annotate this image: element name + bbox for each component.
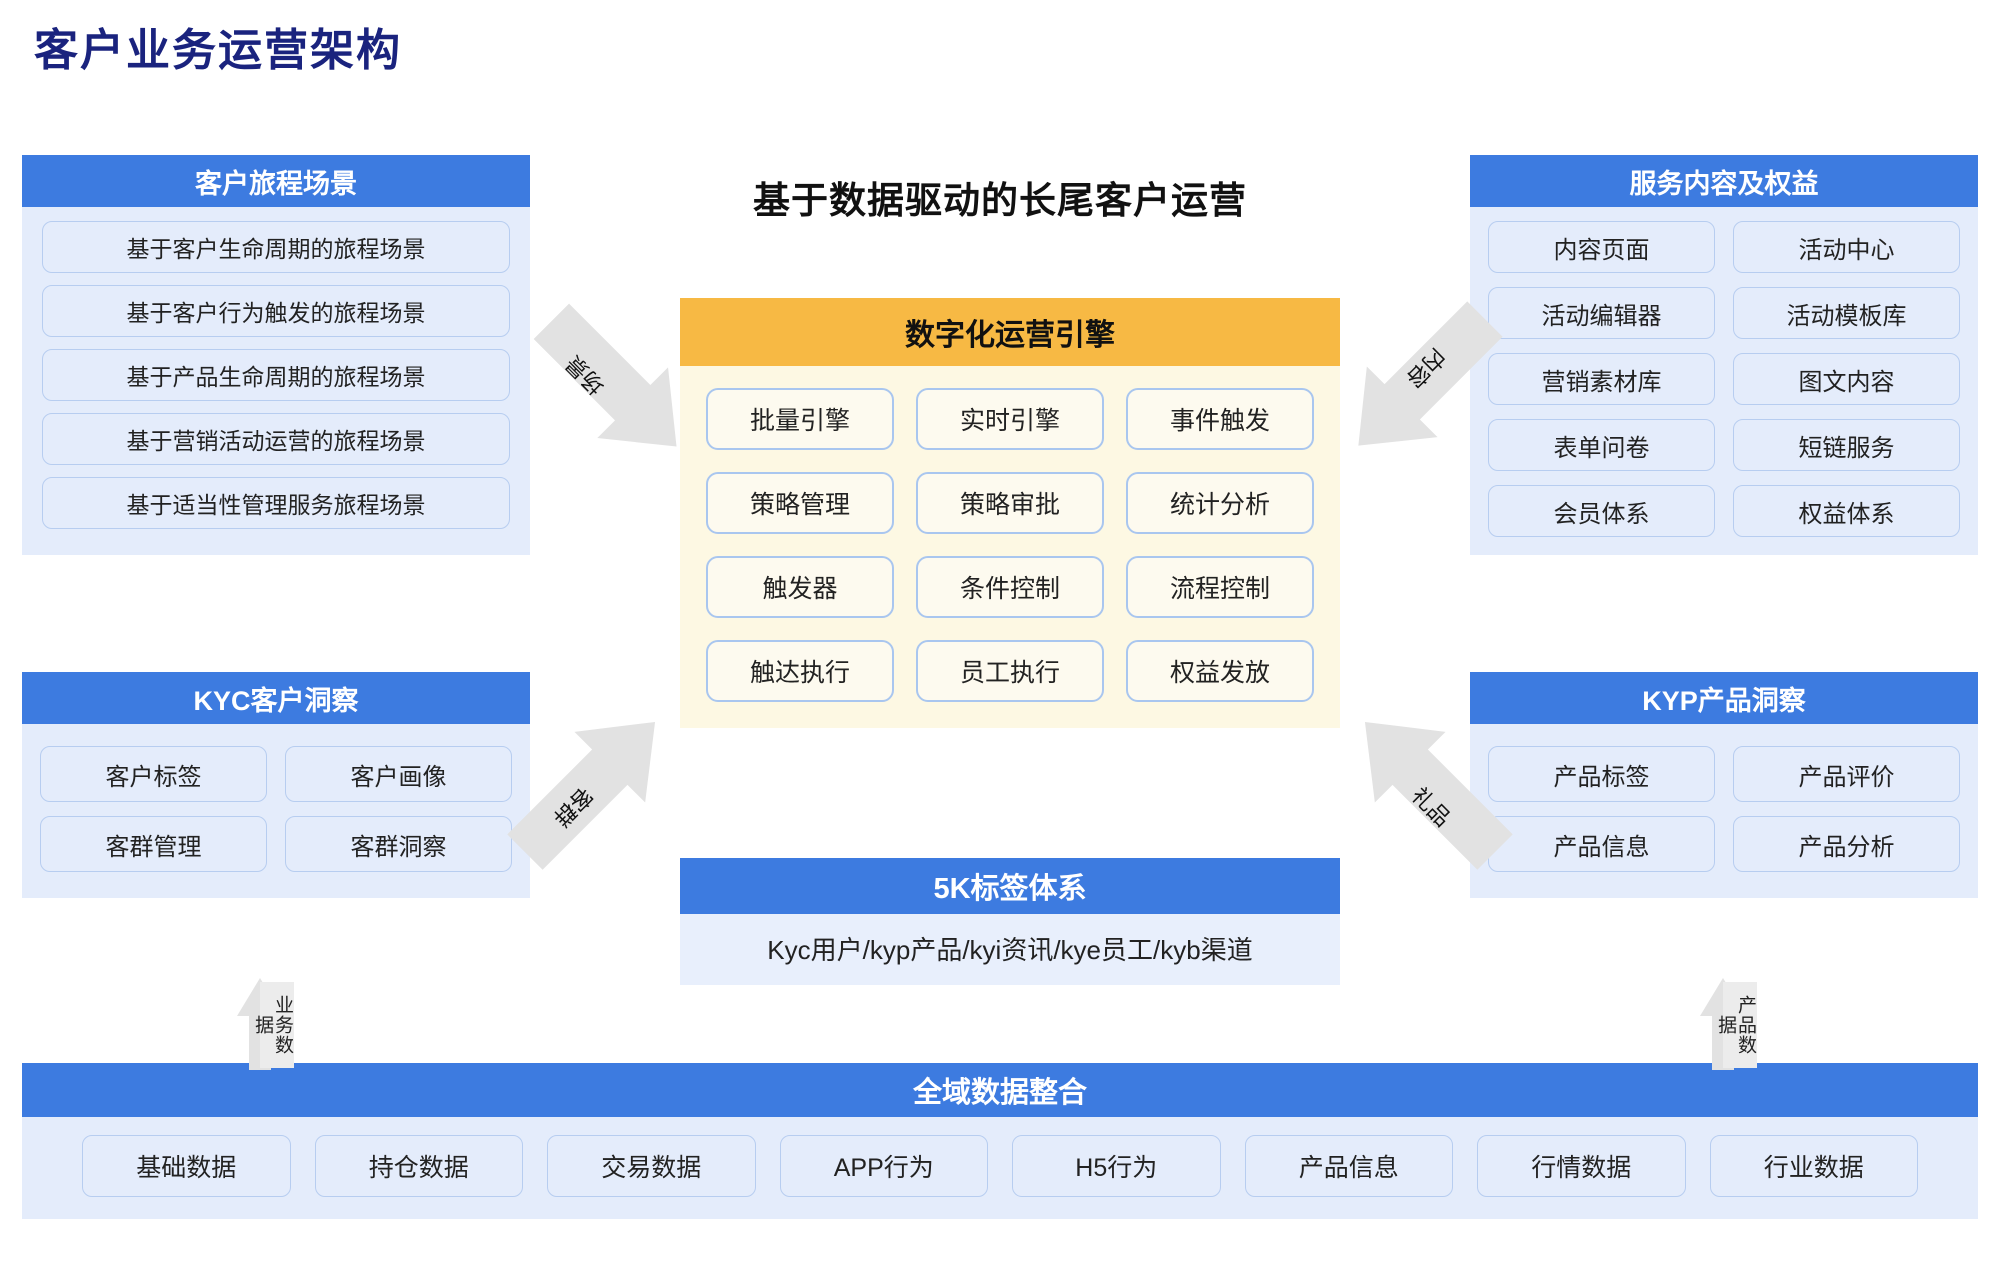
engine-item[interactable]: 事件触发 [1126, 388, 1314, 450]
service-panel-header: 服务内容及权益 [1470, 155, 1978, 207]
data-item[interactable]: 交易数据 [547, 1135, 756, 1197]
data-item[interactable]: 行情数据 [1477, 1135, 1686, 1197]
service-item[interactable]: 权益体系 [1733, 485, 1960, 537]
engine-panel-body: 批量引擎 实时引擎 事件触发 策略管理 策略审批 统计分析 触发器 条件控制 流… [680, 366, 1340, 728]
kyc-item[interactable]: 客群洞察 [285, 816, 512, 872]
kyc-panel-body: 客户标签 客户画像 客群管理 客群洞察 [22, 724, 530, 898]
service-panel-body: 内容页面 活动中心 活动编辑器 活动模板库 营销素材库 图文内容 表单问卷 短链… [1470, 207, 1978, 555]
service-item[interactable]: 内容页面 [1488, 221, 1715, 273]
engine-item[interactable]: 触发器 [706, 556, 894, 618]
journey-item[interactable]: 基于客户行为触发的旅程场景 [42, 285, 510, 337]
digital-operation-engine-panel: 数字化运营引擎 批量引擎 实时引擎 事件触发 策略管理 策略审批 统计分析 触发… [680, 298, 1340, 728]
service-item[interactable]: 营销素材库 [1488, 353, 1715, 405]
engine-item[interactable]: 员工执行 [916, 640, 1104, 702]
service-item[interactable]: 会员体系 [1488, 485, 1715, 537]
center-heading: 基于数据驱动的长尾客户运营 [753, 180, 1247, 221]
kyp-item[interactable]: 产品分析 [1733, 816, 1960, 872]
arrow-service-to-engine: 内容 [1325, 295, 1520, 470]
data-item[interactable]: 基础数据 [82, 1135, 291, 1197]
journey-scenarios-panel: 客户旅程场景 基于客户生命周期的旅程场景 基于客户行为触发的旅程场景 基于产品生… [22, 155, 530, 555]
journey-panel-header: 客户旅程场景 [22, 155, 530, 207]
page-title: 客户业务运营架构 [34, 26, 402, 75]
data-item[interactable]: 产品信息 [1244, 1135, 1453, 1197]
data-item[interactable]: H5行为 [1012, 1135, 1221, 1197]
kyc-panel-header: KYC客户洞察 [22, 672, 530, 724]
service-item[interactable]: 短链服务 [1733, 419, 1960, 471]
kyp-item[interactable]: 产品标签 [1488, 746, 1715, 802]
engine-item[interactable]: 权益发放 [1126, 640, 1314, 702]
engine-item[interactable]: 统计分析 [1126, 472, 1314, 534]
tag-system-header: 5K标签体系 [680, 858, 1340, 914]
data-panel-body: 基础数据 持仓数据 交易数据 APP行为 H5行为 产品信息 行情数据 行业数据 [22, 1117, 1978, 1219]
data-item[interactable]: 持仓数据 [314, 1135, 523, 1197]
engine-item[interactable]: 策略审批 [916, 472, 1104, 534]
kyp-panel-header: KYP产品洞察 [1470, 672, 1978, 724]
engine-item[interactable]: 实时引擎 [916, 388, 1104, 450]
data-item[interactable]: 行业数据 [1709, 1135, 1918, 1197]
journey-item[interactable]: 基于客户生命周期的旅程场景 [42, 221, 510, 273]
service-item[interactable]: 图文内容 [1733, 353, 1960, 405]
arrow-kyc-to-engine: 客群 [490, 700, 690, 875]
kyc-item[interactable]: 客群管理 [40, 816, 267, 872]
kyp-item[interactable]: 产品评价 [1733, 746, 1960, 802]
arrow-kyp-to-engine: 礼品 [1330, 700, 1530, 875]
engine-panel-header: 数字化运营引擎 [680, 298, 1340, 366]
data-integration-panel: 全域数据整合 基础数据 持仓数据 交易数据 APP行为 H5行为 产品信息 行情… [22, 1063, 1978, 1219]
kyp-item[interactable]: 产品信息 [1488, 816, 1715, 872]
service-item[interactable]: 活动编辑器 [1488, 287, 1715, 339]
kyp-insight-panel: KYP产品洞察 产品标签 产品评价 产品信息 产品分析 [1470, 672, 1978, 898]
journey-item[interactable]: 基于产品生命周期的旅程场景 [42, 349, 510, 401]
kyp-panel-body: 产品标签 产品评价 产品信息 产品分析 [1470, 724, 1978, 898]
service-item[interactable]: 活动模板库 [1733, 287, 1960, 339]
service-item[interactable]: 表单问卷 [1488, 419, 1715, 471]
engine-item[interactable]: 批量引擎 [706, 388, 894, 450]
engine-item[interactable]: 条件控制 [916, 556, 1104, 618]
engine-item[interactable]: 流程控制 [1126, 556, 1314, 618]
kyc-item[interactable]: 客户画像 [285, 746, 512, 802]
journey-item[interactable]: 基于适当性管理服务旅程场景 [42, 477, 510, 529]
journey-item[interactable]: 基于营销活动运营的旅程场景 [42, 413, 510, 465]
data-item[interactable]: APP行为 [779, 1135, 988, 1197]
engine-item[interactable]: 触达执行 [706, 640, 894, 702]
arrow-journey-to-engine: 场景 [520, 300, 710, 470]
data-panel-header: 全域数据整合 [22, 1063, 1978, 1117]
tag-system-panel: 5K标签体系 Kyc用户/kyp产品/kyi资讯/kye员工/kyb渠道 [680, 858, 1340, 985]
kyc-insight-panel: KYC客户洞察 客户标签 客户画像 客群管理 客群洞察 [22, 672, 530, 898]
business-data-label: 业务数据 [252, 982, 294, 1068]
product-data-label: 产品数据 [1715, 982, 1757, 1068]
kyc-item[interactable]: 客户标签 [40, 746, 267, 802]
tag-system-description: Kyc用户/kyp产品/kyi资讯/kye员工/kyb渠道 [680, 914, 1340, 985]
service-item[interactable]: 活动中心 [1733, 221, 1960, 273]
journey-panel-body: 基于客户生命周期的旅程场景 基于客户行为触发的旅程场景 基于产品生命周期的旅程场… [22, 207, 530, 555]
engine-item[interactable]: 策略管理 [706, 472, 894, 534]
service-content-panel: 服务内容及权益 内容页面 活动中心 活动编辑器 活动模板库 营销素材库 图文内容… [1470, 155, 1978, 555]
